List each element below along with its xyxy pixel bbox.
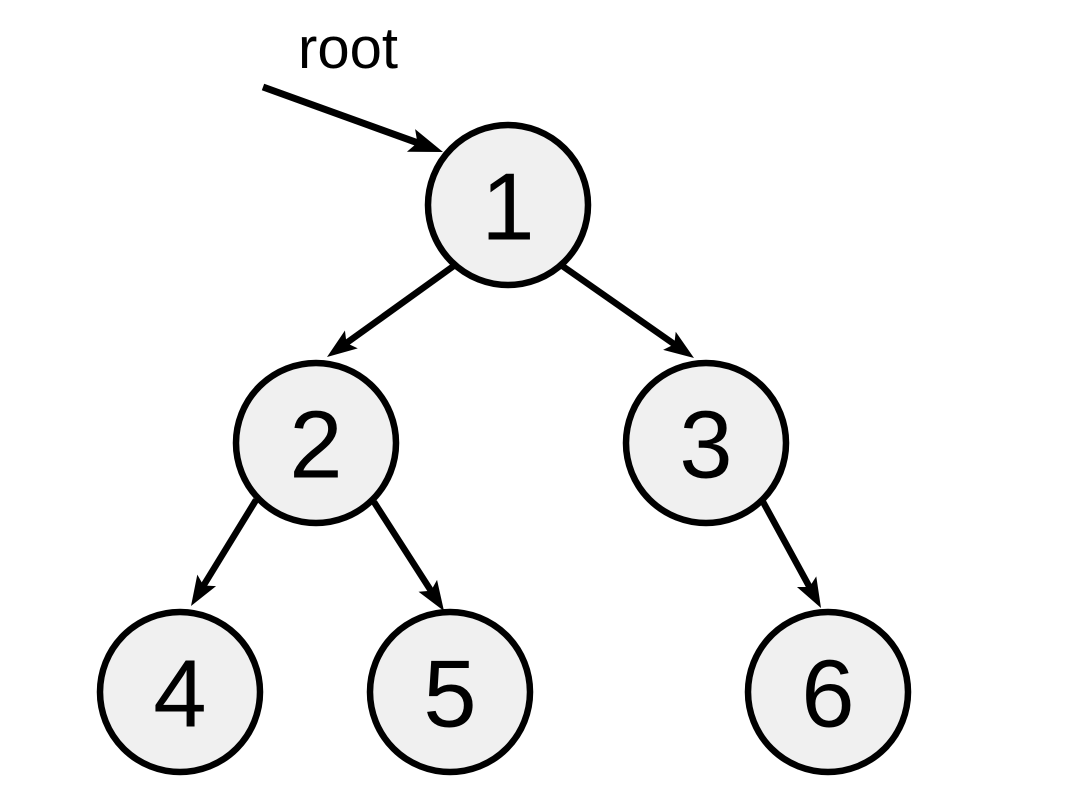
edge-arrowhead [418, 579, 444, 611]
root-pointer-arrow-line [261, 83, 422, 147]
edge-2-to-5 [371, 500, 444, 611]
node-circle-4[interactable] [96, 608, 264, 776]
edge-1-to-2 [327, 262, 457, 357]
edge-line [759, 498, 814, 591]
node-circle-3[interactable] [622, 359, 790, 527]
edge-line [371, 500, 436, 595]
edge-1-to-3 [559, 262, 694, 358]
node-label-1: 1 [481, 154, 534, 261]
node-circle-6[interactable] [744, 608, 912, 776]
edges-group [191, 262, 821, 611]
tree-node-5[interactable]: 5 [366, 608, 534, 776]
tree-node-3[interactable]: 3 [622, 359, 790, 527]
edge-arrowhead [191, 574, 217, 606]
node-label-4: 4 [153, 641, 206, 748]
nodes-group: 1 2 3 4 5 6 [96, 121, 912, 776]
tree-node-4[interactable]: 4 [96, 608, 264, 776]
edge-arrowhead [663, 331, 694, 358]
edge-line [199, 498, 259, 590]
node-label-5: 5 [423, 641, 476, 748]
edge-2-to-4 [191, 498, 259, 606]
tree-node-1[interactable]: 1 [424, 121, 592, 289]
node-label-3: 3 [679, 392, 732, 499]
edge-line [342, 262, 457, 348]
node-circle-1[interactable] [424, 121, 592, 289]
node-label-6: 6 [801, 641, 854, 748]
edge-arrowhead [796, 576, 821, 608]
root-label: root [298, 16, 398, 81]
edge-3-to-6 [759, 498, 821, 608]
node-circle-2[interactable] [232, 359, 400, 527]
edge-line [559, 262, 679, 349]
node-label-2: 2 [289, 392, 342, 499]
tree-node-6[interactable]: 6 [744, 608, 912, 776]
root-annotation-group: root [261, 16, 443, 152]
node-circle-5[interactable] [366, 608, 534, 776]
root-pointer-arrowhead [406, 129, 443, 152]
tree-node-2[interactable]: 2 [232, 359, 400, 527]
edge-arrowhead [327, 330, 358, 357]
